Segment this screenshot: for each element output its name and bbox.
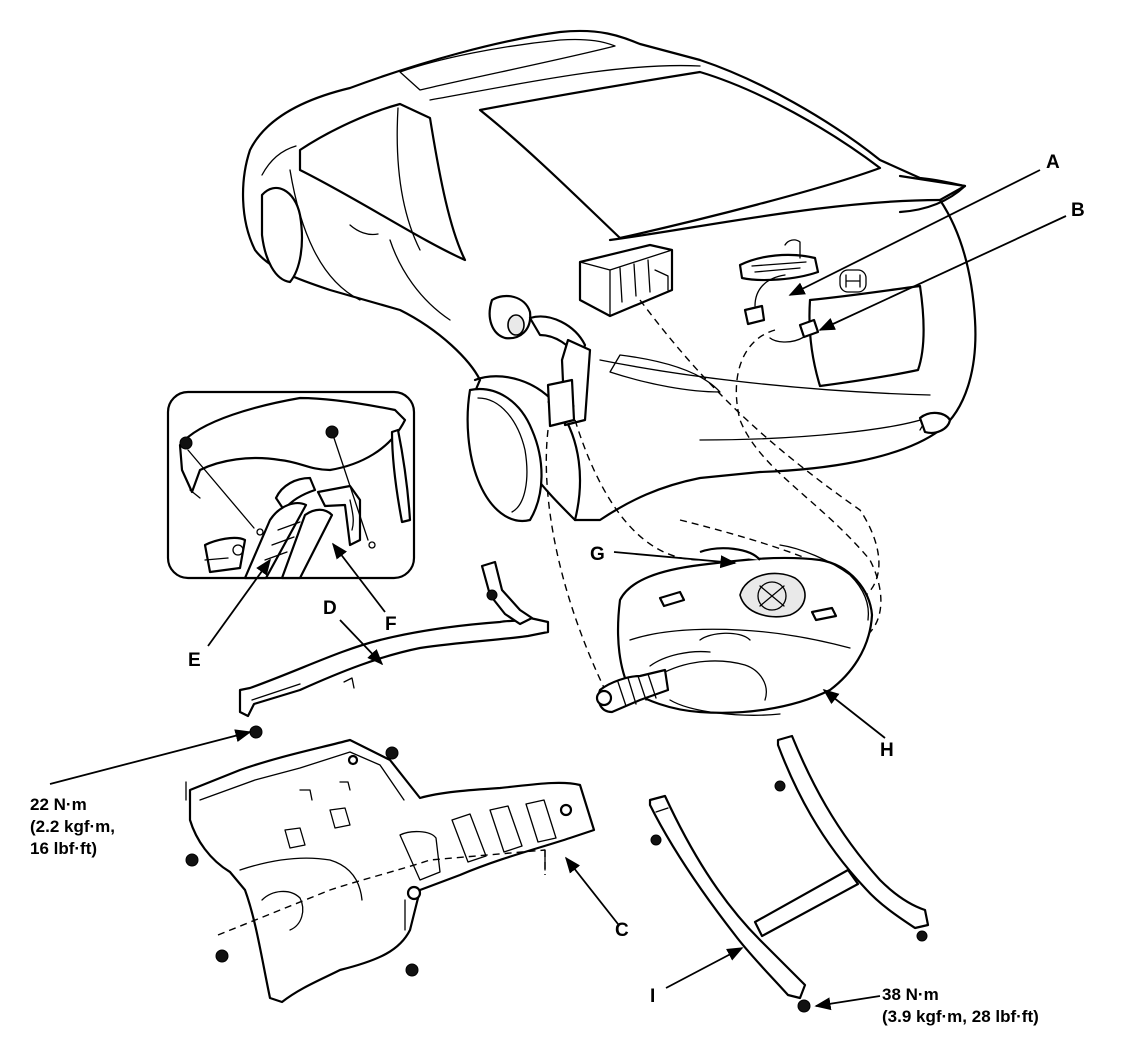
callout-labels: A B C D E F G H I (188, 152, 1085, 1007)
dashed-guide-lines (545, 299, 882, 701)
callout-c: C (615, 920, 629, 941)
part-h-fuel-tank (595, 544, 874, 716)
callout-h: H (880, 740, 894, 761)
emblem-icon (839, 269, 867, 293)
torque-left-line1: 22 N·m (30, 795, 87, 814)
car-body (241, 29, 977, 523)
filler-pipe-inset (166, 390, 416, 580)
part-i-tank-straps (648, 734, 930, 1013)
torque-right-line2: (3.9 kgf·m, 28 lbf·ft) (882, 1007, 1039, 1026)
callout-b: B (1071, 200, 1085, 221)
callout-i: I (650, 986, 655, 1007)
part-d-brace (238, 560, 550, 739)
leader-lines (49, 169, 1067, 1011)
torque-left-line3: 16 lbf·ft) (30, 839, 97, 858)
torque-left-line2: (2.2 kgf·m, (30, 817, 115, 836)
torque-spec-left: 22 N·m (2.2 kgf·m, 16 lbf·ft) (30, 795, 115, 858)
callout-d: D (323, 598, 337, 619)
torque-spec-right: 38 N·m (3.9 kgf·m, 28 lbf·ft) (882, 985, 1039, 1026)
callout-g: G (590, 544, 605, 565)
callout-e: E (188, 650, 201, 671)
torque-right-line1: 38 N·m (882, 985, 939, 1004)
trunk-components (578, 239, 820, 343)
callout-a: A (1046, 152, 1060, 173)
filler-neck (528, 315, 592, 428)
part-c-splash-shield (185, 738, 596, 1004)
callout-f: F (385, 614, 397, 635)
